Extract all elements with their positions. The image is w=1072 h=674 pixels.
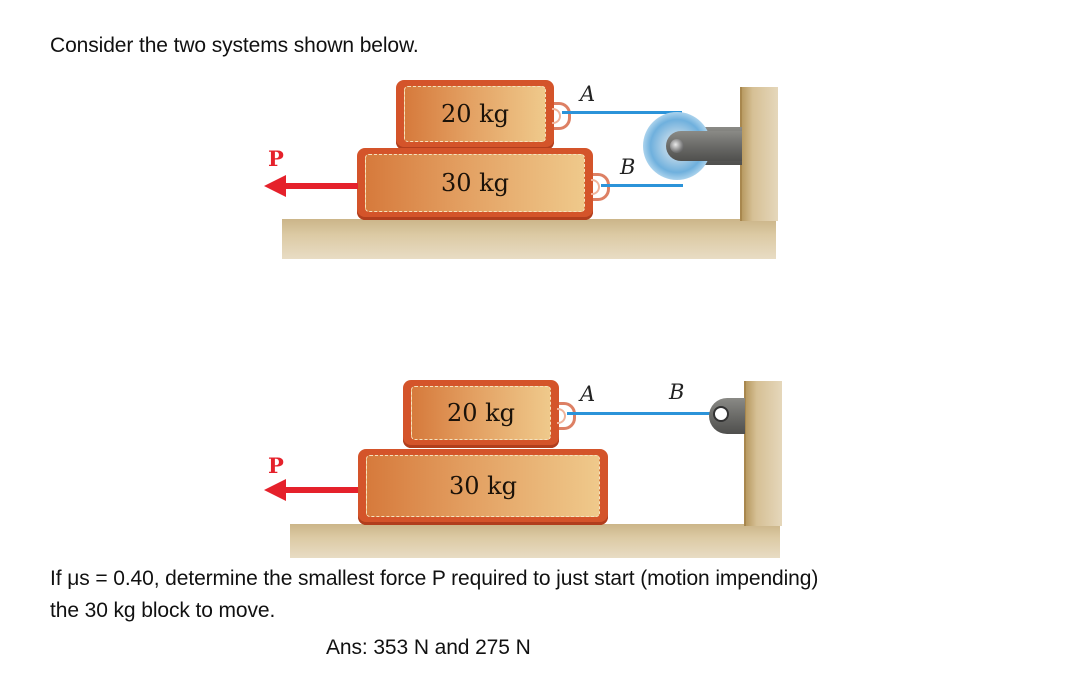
block-20kg-label: 20 kg — [446, 399, 516, 427]
point-b-label: B — [620, 155, 636, 179]
block-20kg: 20 kg — [403, 380, 559, 448]
ring-a-icon — [552, 102, 571, 130]
block-20kg: 20 kg — [396, 80, 554, 150]
pulley-pin-icon — [670, 139, 684, 153]
wall — [744, 381, 782, 526]
point-b-label: B — [669, 380, 685, 404]
force-p-label: P — [268, 453, 284, 478]
ground-surface — [290, 524, 780, 558]
block-20kg-label: 20 kg — [440, 100, 510, 128]
ring-a-icon — [557, 402, 576, 430]
point-a-label: A — [580, 82, 596, 106]
force-p-arrow-icon — [264, 479, 358, 501]
cable-a — [562, 111, 682, 114]
block-30kg: 30 kg — [358, 449, 608, 525]
figure-1-pulley-system: 20 kg 30 kg A B P — [0, 0, 1072, 280]
ground-surface — [282, 219, 776, 259]
figure-2-fixed-system: 20 kg 30 kg A B P — [264, 380, 782, 558]
intro-text: Consider the two systems shown below. — [50, 34, 419, 57]
question-line-2: the 30 kg block to move. — [50, 599, 276, 622]
force-p-arrow-icon — [264, 175, 358, 197]
cable-b — [601, 184, 683, 187]
block-30kg-label: 30 kg — [448, 472, 518, 500]
cable-ab — [567, 412, 717, 415]
force-p-label: P — [268, 146, 284, 171]
pin-hole-icon — [713, 406, 729, 422]
point-a-label: A — [580, 382, 596, 406]
ring-b-icon — [591, 173, 610, 201]
block-30kg-label: 30 kg — [440, 169, 510, 197]
answer-text: Ans: 353 N and 275 N — [326, 636, 531, 659]
block-30kg: 30 kg — [357, 148, 593, 220]
question-line-1: If μs = 0.40, determine the smallest for… — [50, 567, 819, 590]
